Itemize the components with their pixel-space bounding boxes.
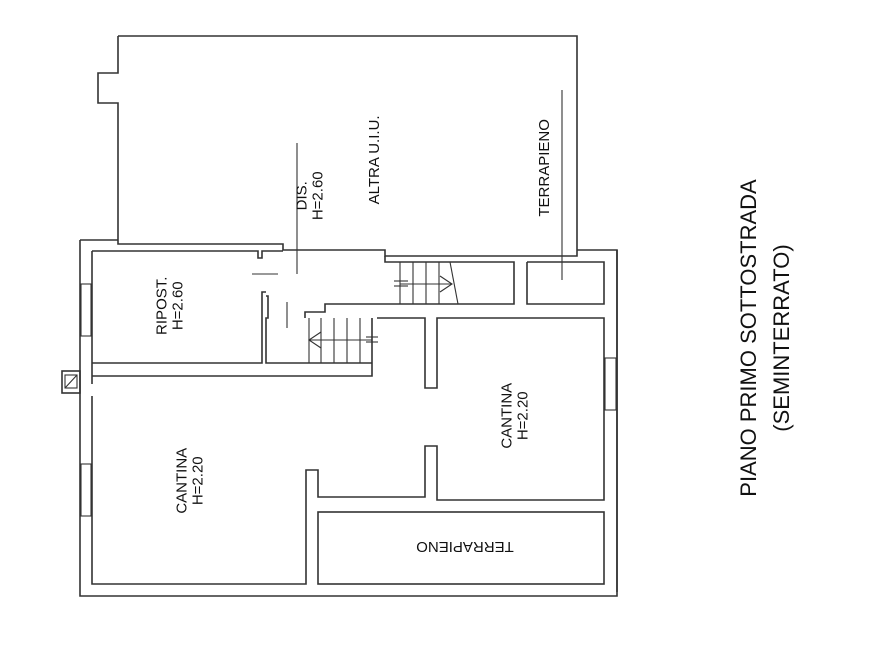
plan-title-line1: PIANO PRIMO SOTTOSTRADA (736, 179, 761, 497)
altra-uiu-outline (97, 35, 578, 257)
window-cantina-right (604, 357, 617, 411)
label-altra-uiu: ALTRA U.I.U. (366, 115, 384, 205)
stair-upper (394, 261, 459, 305)
plan-title-line2: (SEMINTERRATO) (769, 244, 794, 432)
label-cantina-left: CANTINA H=2.20 (173, 447, 206, 514)
label-cantina-right: CANTINA H=2.20 (498, 382, 531, 449)
label-terrapieno-top: TERRAPIENO (536, 119, 554, 217)
label-ripost: RIPOST. H=2.60 (153, 276, 186, 335)
label-terrapieno-bottom: TERRAPIENO (416, 537, 514, 555)
label-dis: DIS. H=2.60 (293, 171, 326, 221)
window-cantina-left (80, 463, 92, 517)
plan-title: PIANO PRIMO SOTTOSTRADA (SEMINTERRATO) (732, 178, 798, 498)
window-ripost (80, 283, 92, 337)
stair-lower (308, 318, 378, 363)
